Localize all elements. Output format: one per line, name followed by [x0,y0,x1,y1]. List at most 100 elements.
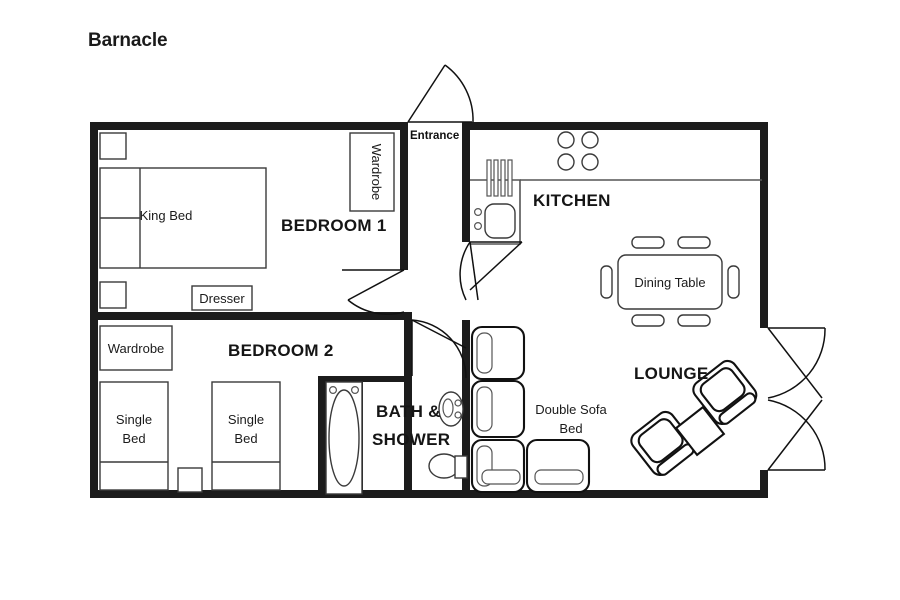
room-label-bath-line1: BATH & [376,402,441,421]
bedroom1-door [342,269,405,315]
labels: Entrance BEDROOM 1 BEDROOM 2 BATH & SHOW… [108,130,709,449]
sink-tap-1 [474,208,483,217]
wall-bedroom-divider [90,312,412,320]
sink-drainer-line-1 [486,159,492,197]
dining-chair-top-right [677,236,711,249]
room-label-lounge: LOUNGE [634,364,709,383]
side-table [674,405,726,457]
sofa-cushion-4 [534,469,584,485]
room-label-bath-line2: SHOWER [372,430,450,449]
wall-outer-top-right [462,122,768,130]
kitchen-fixtures [474,131,599,239]
label-dining-table: Dining Table [634,275,705,290]
sofa-cushion-1 [476,332,493,374]
wardrobe-bedroom1 [349,132,395,212]
stove-burner-4 [581,153,599,171]
room-label-bedroom1: BEDROOM 1 [281,216,387,235]
label-wardrobe-bedroom1: Wardrobe [369,144,384,201]
wall-outer-bottom-left [90,490,470,498]
bathroom-sink-basin [442,398,454,418]
bathroom-sink-tap-2 [454,411,462,419]
toilet-cistern [454,455,468,479]
wall-outer-left [90,122,98,498]
armchair-upper [692,359,758,425]
patio-door-lower-arc [767,399,826,471]
entrance-label: Entrance [410,130,459,142]
entrance-door-arc [444,64,474,123]
bathtub-tap-2 [351,386,360,395]
nightstand-bedroom2 [177,467,203,493]
bedroom1-furniture [99,132,395,311]
bathroom-fixtures [325,381,468,495]
bathroom-sink-tap-1 [454,399,462,407]
walls [90,122,768,498]
kitchen-door-arc [459,241,471,301]
kitchen-door [459,241,523,301]
entrance-door-leaf [407,64,446,123]
double-sofa-bed [470,325,591,494]
patio-door-lower-leaf [767,399,823,471]
wall-outer-top-left [90,122,408,130]
single-bed-right [211,381,281,491]
patio-door-lower [767,399,826,471]
wall-bathroom-right [404,376,412,498]
label-single-bed-left-line1: Single [116,412,152,427]
sink-drainer-line-2 [493,159,499,197]
sink-drainer-line-3 [500,159,506,197]
doors [342,64,826,471]
wall-bathroom-top [318,376,412,382]
wardrobe-bedroom2 [99,325,173,371]
bedroom2-door [411,319,467,379]
entrance-door [407,64,474,123]
bedroom2-door-leaf [411,319,467,349]
dining-table [617,254,723,310]
bedroom1-door-leaf [347,269,405,301]
bedroom2-door-arc [411,319,467,379]
stove-burner-2 [581,131,599,149]
nightstand-bottom [99,281,127,309]
dining-chair-bottom-right [677,314,711,327]
label-single-bed-left-line2: Bed [122,431,145,446]
sofa-cushion-2 [476,386,493,432]
dining-chair-bottom-left [631,314,665,327]
bathtub-basin [328,389,360,487]
wall-outer-bottom-right [462,490,768,498]
label-king-bed: King Bed [140,208,193,223]
sink-tap-2 [474,222,483,231]
wall-bedroom1-right [400,122,408,270]
kitchen-door-leaf [469,241,479,301]
nightstand-top [99,132,127,160]
armchair-upper-front [718,392,757,425]
wall-outer-right-upper [760,122,768,328]
patio-door-upper-arc [767,327,826,399]
dining-chair-left [600,265,613,299]
dining-chair-top-left [631,236,665,249]
label-dresser: Dresser [199,291,245,306]
kitchen-door-diagonal [469,241,523,291]
page-title: Barnacle [88,30,168,51]
patio-door-upper-leaf [767,327,823,399]
sofa-cushion-3-front [481,469,521,485]
label-double-sofa-bed-line2: Bed [559,421,582,436]
stove-burner-3 [557,153,575,171]
side-table-top [674,405,726,457]
bedroom1-door-arc [347,299,405,315]
bathtub-tap-1 [329,386,338,395]
single-bed-left [99,381,169,491]
label-single-bed-right-line1: Single [228,412,264,427]
dresser [191,285,253,311]
wall-outer-right-lower [760,470,768,498]
bedroom2-furniture [99,325,281,493]
label-single-bed-right-line2: Bed [234,431,257,446]
room-label-kitchen: KITCHEN [533,191,611,210]
stove-burner-1 [557,131,575,149]
dining-chair-right [727,265,740,299]
wall-bedroom2-right [404,312,412,378]
room-label-bedroom2: BEDROOM 2 [228,341,334,360]
sink-basin [484,203,516,239]
dining-set [600,236,740,327]
label-wardrobe-bedroom2: Wardrobe [108,341,165,356]
label-double-sofa-bed-line1: Double Sofa [535,402,607,417]
